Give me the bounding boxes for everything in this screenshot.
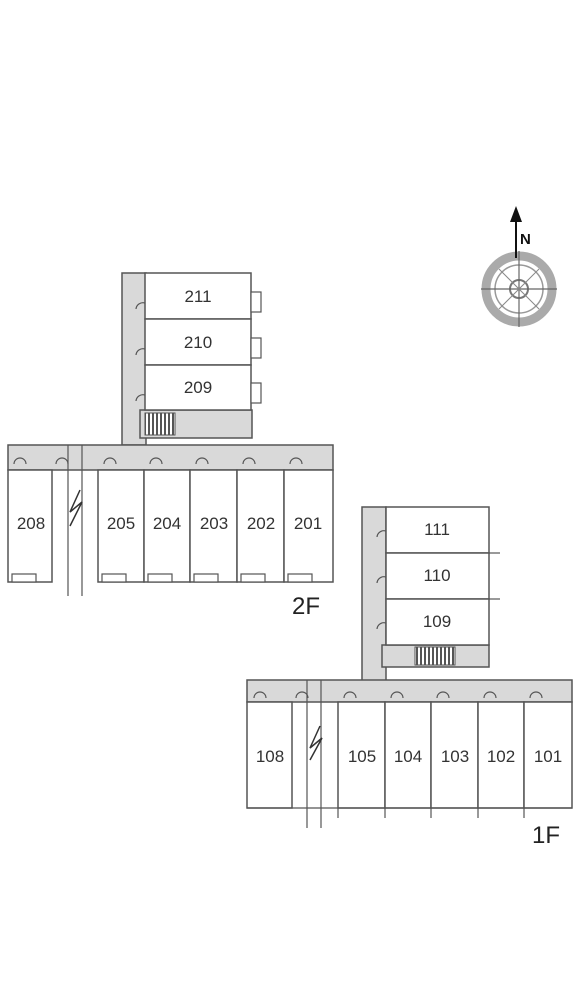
room-label-210: 210 — [184, 333, 212, 352]
door-105-icon — [343, 691, 357, 699]
room-label-211: 211 — [184, 287, 211, 306]
room-202 — [236, 469, 285, 583]
break-symbol-1f-icon — [309, 725, 323, 761]
room-110 — [385, 552, 490, 600]
door-109-icon — [376, 622, 387, 630]
door-110-icon — [376, 576, 387, 584]
door-108-icon — [253, 691, 267, 699]
room-101 — [523, 701, 573, 809]
door-205-icon — [103, 457, 117, 465]
door-204-icon — [149, 457, 163, 465]
balcony-210 — [250, 337, 262, 359]
room-209 — [144, 364, 252, 411]
room-201 — [283, 469, 334, 583]
room-205 — [97, 469, 145, 583]
room-label-109: 109 — [423, 612, 451, 631]
balcony-211 — [250, 291, 262, 313]
corridor-2f-main — [7, 444, 334, 471]
door-101-icon — [529, 691, 543, 699]
break-symbol-2f-icon — [69, 489, 83, 527]
room-label-104: 104 — [394, 747, 422, 766]
room-label-110: 110 — [423, 566, 450, 585]
floor-label-2f: 2F — [292, 593, 320, 620]
room-label-209: 209 — [184, 378, 212, 397]
room-label-203: 203 — [200, 514, 228, 533]
door-201-icon — [289, 457, 303, 465]
room-203 — [189, 469, 238, 583]
room-label-101: 101 — [534, 747, 562, 766]
door-210-icon — [135, 348, 146, 356]
door-111-icon — [376, 530, 387, 538]
room-111 — [385, 506, 490, 554]
compass-north-label: N — [520, 231, 531, 248]
second-floor-plan: 211 210 209 208 205 204 2 — [7, 272, 334, 620]
door-102-icon — [483, 691, 497, 699]
floor-label-1f: 1F — [532, 822, 560, 849]
compass-icon: N — [481, 206, 557, 327]
door-209-icon — [135, 394, 146, 402]
room-label-208: 208 — [17, 514, 45, 533]
first-floor-plan: 111 110 109 108 105 104 103 102 101 1F — [246, 506, 573, 849]
door-202-icon — [242, 457, 256, 465]
stairs-2f — [144, 412, 176, 436]
room-label-102: 102 — [487, 747, 515, 766]
door-203-icon — [195, 457, 209, 465]
room-label-108: 108 — [256, 747, 284, 766]
door-208-icon — [13, 457, 27, 465]
door-103-icon — [436, 691, 450, 699]
corridor-1f-main — [246, 679, 573, 703]
room-104 — [384, 701, 432, 809]
room-label-111: 111 — [424, 520, 450, 539]
room-label-205: 205 — [107, 514, 135, 533]
door-104-icon — [390, 691, 404, 699]
room-label-103: 103 — [441, 747, 469, 766]
balcony-209 — [250, 382, 262, 404]
room-label-204: 204 — [153, 514, 181, 533]
room-103 — [430, 701, 479, 809]
room-label-201: 201 — [294, 514, 322, 533]
room-102 — [477, 701, 525, 809]
door-211-icon — [135, 302, 146, 310]
stairs-1f — [414, 646, 456, 666]
room-label-202: 202 — [247, 514, 275, 533]
room-label-105: 105 — [348, 747, 376, 766]
room-109 — [385, 598, 490, 646]
